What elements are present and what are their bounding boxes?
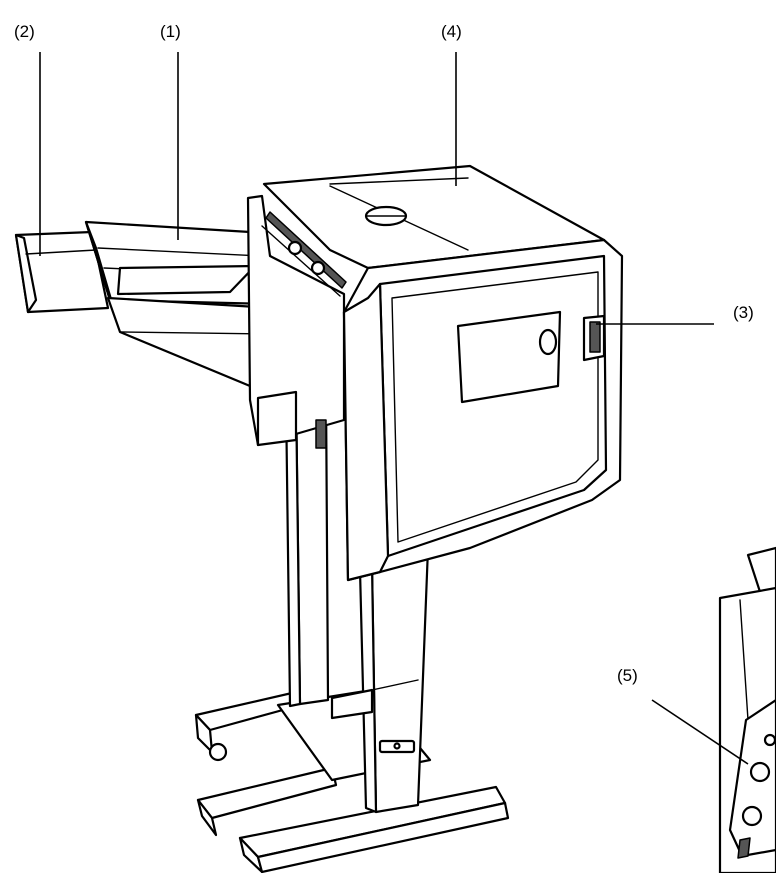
front-door [342,238,624,582]
stand [194,388,510,873]
leader-lines [39,52,749,765]
callout-5: (5) [617,666,638,685]
leader-5 [651,699,749,765]
tray-2-extension [14,230,110,314]
callout-2: (2) [14,22,35,41]
top-cover [261,164,606,297]
callout-3: (3) [733,303,754,322]
partial-unit [718,546,776,873]
callout-1: (1) [160,22,181,41]
callout-4: (4) [441,22,462,41]
